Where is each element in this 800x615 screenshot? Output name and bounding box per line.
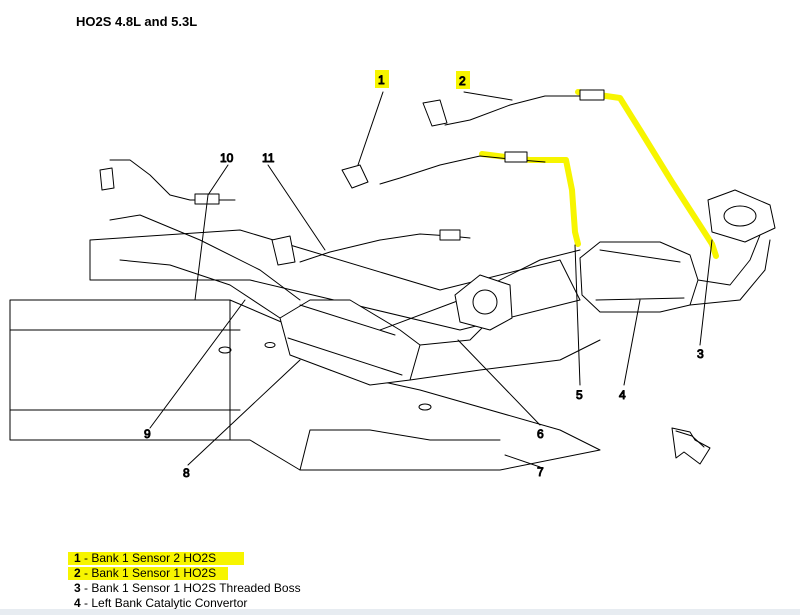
legend-item-3: 3 - Bank 1 Sensor 1 HO2S Threaded Boss: [74, 581, 301, 595]
callout-11: 11: [262, 151, 275, 165]
callout-2: 2: [459, 74, 466, 88]
legend-item-4: 4 - Left Bank Catalytic Convertor: [74, 596, 248, 610]
direction-arrow-icon: [671, 427, 711, 465]
sensor-2-lead: [422, 89, 605, 127]
exhaust-pipe: [379, 249, 601, 381]
highlight-marks: [375, 70, 719, 259]
callout-9: 9: [144, 427, 151, 441]
left-catalytic-converter: [109, 214, 491, 386]
callout-8: 8: [183, 466, 190, 480]
right-catalytic-converter: [579, 234, 771, 313]
legend-item-1: 1 - Bank 1 Sensor 2 HO2S: [68, 551, 301, 566]
callout-4: 4: [619, 388, 626, 402]
callout-5: 5: [576, 388, 583, 402]
diagram-title: HO2S 4.8L and 5.3L: [76, 14, 198, 29]
callout-1: 1: [378, 73, 385, 87]
legend-item-2: 2 - Bank 1 Sensor 1 HO2S: [68, 566, 301, 581]
sensor-11-lead: [271, 229, 471, 266]
flange-6: [454, 274, 513, 331]
legend: 1 - Bank 1 Sensor 2 HO2S 2 - Bank 1 Sens…: [68, 551, 301, 611]
threaded-boss-flange: [707, 189, 776, 243]
sensor-1-lead: [341, 151, 546, 189]
callout-7: 7: [537, 465, 544, 479]
callout-6: 6: [537, 427, 544, 441]
bottom-scroll-bar[interactable]: [0, 609, 800, 615]
leader-lines: [149, 91, 713, 468]
callout-3: 3: [697, 347, 704, 361]
sensor-10-lead: [99, 159, 236, 205]
callout-labels: 1 2 3 4 5 6 7 8 9 10 11: [144, 73, 705, 481]
callout-10: 10: [220, 151, 234, 165]
